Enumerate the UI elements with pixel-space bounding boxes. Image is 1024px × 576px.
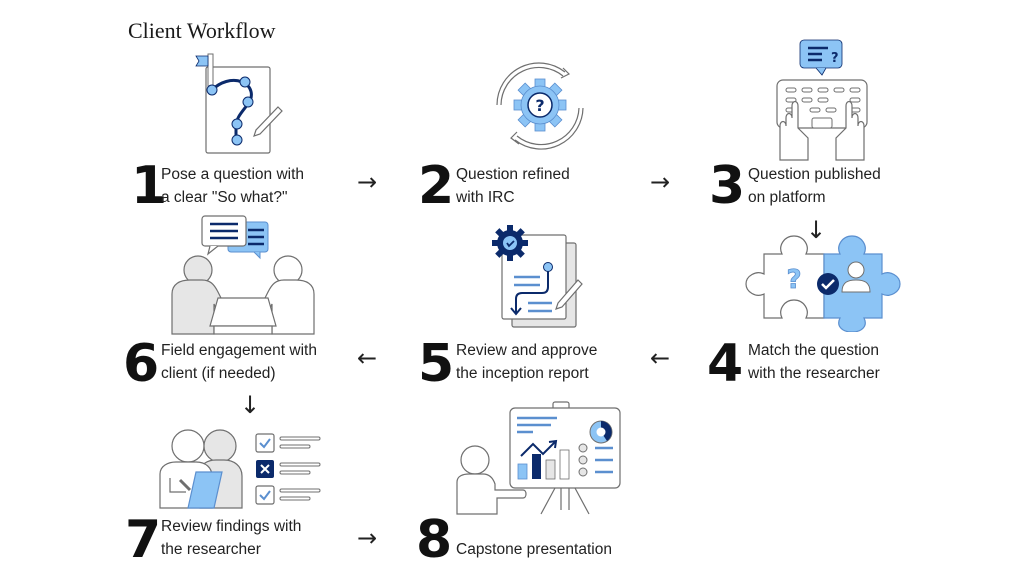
meeting-icon — [171, 215, 315, 335]
step-number: 7 — [125, 510, 161, 570]
step-number: 3 — [709, 156, 745, 216]
keyboard-publish-icon: ? — [776, 39, 868, 161]
svg-text:?: ? — [831, 51, 839, 66]
puzzle-match-icon: ? — [745, 235, 901, 332]
step-number: 6 — [123, 334, 159, 394]
arrow-down-icon: ↓ — [806, 216, 827, 244]
report-approval-icon — [492, 225, 583, 328]
review-checklist-icon — [159, 429, 321, 509]
arrow-right-icon: → — [357, 524, 378, 552]
step-number: 5 — [418, 334, 454, 394]
refine-gear-icon: ? — [496, 62, 584, 150]
step-number: 1 — [131, 156, 167, 216]
step-label: Capstone presentation — [456, 541, 612, 558]
step-number: 2 — [418, 156, 454, 216]
svg-text:?: ? — [786, 265, 801, 295]
arrow-down-icon: ↓ — [240, 391, 261, 419]
step-number: 4 — [707, 334, 743, 394]
question-map-icon — [195, 53, 283, 154]
arrow-right-icon: → — [650, 168, 671, 196]
arrow-right-icon: → — [357, 168, 378, 196]
page-title: Client Workflow — [128, 18, 276, 43]
arrow-left-icon: ← — [357, 344, 378, 372]
presentation-board-icon — [456, 401, 621, 515]
step-number: 8 — [416, 510, 452, 570]
svg-text:?: ? — [535, 96, 544, 115]
arrow-left-icon: ← — [650, 344, 671, 372]
